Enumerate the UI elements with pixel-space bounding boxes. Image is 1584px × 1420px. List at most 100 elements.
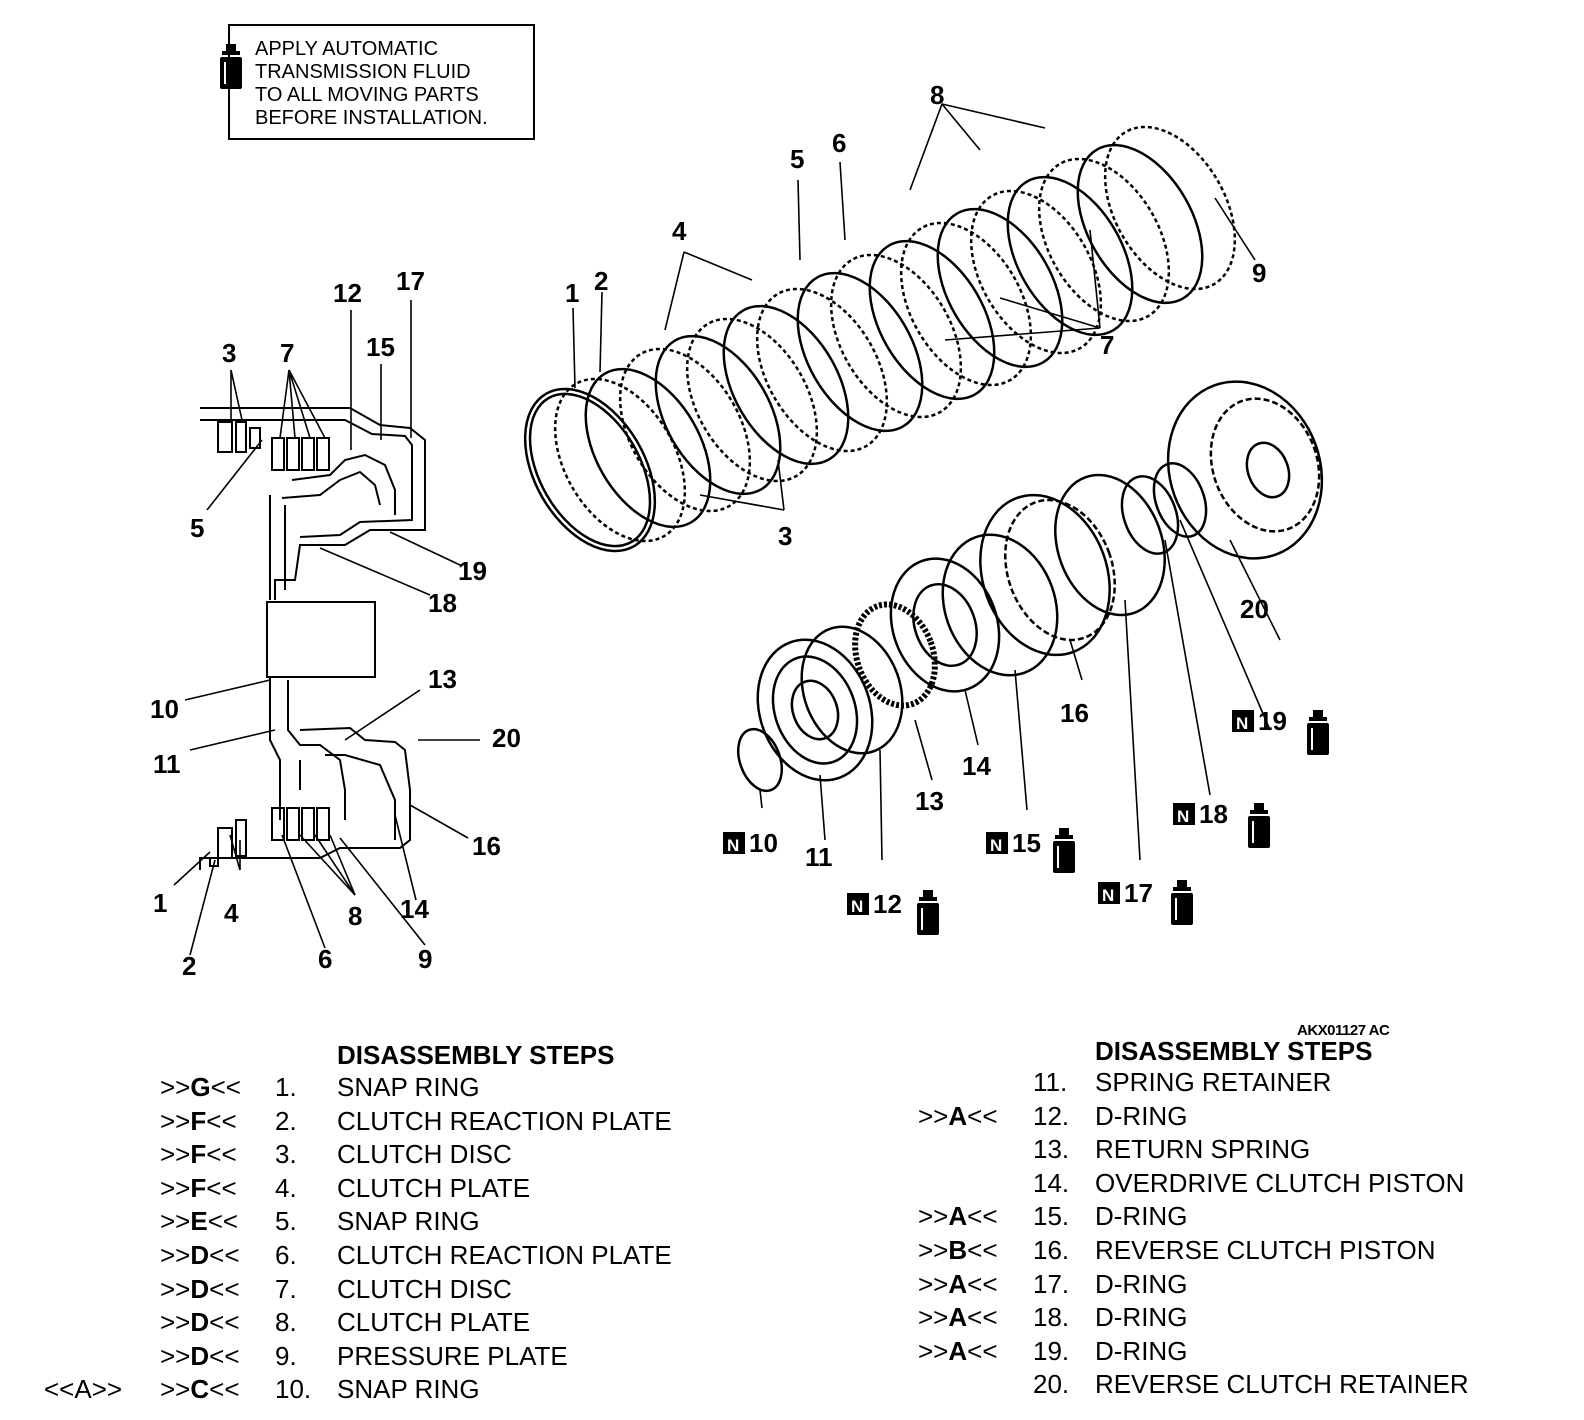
callout-19-lower: N 19 (1232, 706, 1330, 756)
disassembly-ref: >>C<< (160, 1374, 240, 1405)
callout-14-section: 14 (400, 894, 429, 924)
exploded-diagram: APPLY AUTOMATIC TRANSMISSION FLUID TO AL… (150, 24, 1330, 981)
callout-16-section: 16 (472, 831, 501, 861)
disassembly-ref: >>A<< (918, 1100, 998, 1131)
step-label: SPRING RETAINER (1095, 1067, 1332, 1097)
figure-code: AKX01127 AC (1297, 1022, 1390, 1039)
step-number: 17. (1033, 1268, 1070, 1299)
lower-leaders (759, 519, 1281, 861)
svg-text:10: 10 (749, 828, 778, 858)
step-number: 16. (1033, 1235, 1070, 1265)
step-number: 9. (275, 1340, 297, 1371)
callout-9-section: 9 (418, 944, 432, 974)
step-label: CLUTCH REACTION PLATE (337, 1240, 672, 1270)
disassembly-ref: >>A<< (918, 1302, 998, 1333)
callout-14-lower: 14 (962, 751, 991, 781)
callout-3-upper: 3 (778, 521, 792, 551)
callout-11-lower: 11 (805, 842, 833, 872)
step-label: SNAP RING (337, 1374, 480, 1405)
callout-17-lower: N 17 (1098, 878, 1194, 926)
step-number: 3. (275, 1139, 297, 1170)
step-number: 5. (275, 1206, 297, 1237)
callout-9-upper: 9 (1252, 258, 1266, 288)
step-label: CLUTCH DISC (337, 1273, 512, 1304)
step-label: CLUTCH REACTION PLATE (337, 1105, 672, 1136)
step-label: SNAP RING (337, 1206, 480, 1237)
atf-bottle-icon (1052, 827, 1076, 874)
svg-text:N: N (1236, 714, 1248, 733)
step-number: 8. (275, 1307, 297, 1338)
step-label: D-RING (1095, 1100, 1188, 1131)
step-label: OVERDRIVE CLUTCH PISTON (1095, 1167, 1465, 1198)
disassembly-ref: >>A<< (918, 1335, 998, 1366)
step-number: 4. (275, 1172, 297, 1203)
step-number: 15. (1033, 1201, 1070, 1232)
step-label: REVERSE CLUTCH RETAINER (1095, 1369, 1469, 1400)
svg-text:N: N (851, 897, 863, 916)
callout-7-section: 7 (280, 338, 294, 368)
svg-text:N: N (1177, 807, 1189, 826)
callout-10-section: 10 (150, 694, 179, 724)
disassembly-ref: >>E<< (160, 1206, 239, 1237)
note-line-2: TRANSMISSION FLUID (255, 61, 471, 83)
note-line-4: BEFORE INSTALLATION. (255, 107, 488, 129)
callout-6-section: 6 (318, 944, 332, 974)
disassembly-ref: >>F<< (160, 1105, 237, 1136)
svg-text:N: N (990, 836, 1002, 855)
svg-text:N: N (1102, 886, 1114, 905)
step-label: RETURN SPRING (1095, 1134, 1311, 1165)
callout-10-lower: N 10 (723, 828, 778, 858)
svg-text:15: 15 (1012, 828, 1041, 858)
atf-note-box: APPLY AUTOMATIC TRANSMISSION FLUID TO AL… (219, 24, 535, 140)
svg-text:18: 18 (1199, 799, 1228, 829)
disassembly-ref: >>F<< (160, 1172, 237, 1203)
callout-16-lower: 16 (1060, 698, 1089, 728)
callout-12-section: 12 (333, 278, 362, 308)
callout-7-upper: 7 (1100, 330, 1114, 360)
step-number: 13. (1033, 1134, 1070, 1165)
step-number: 18. (1033, 1302, 1070, 1333)
svg-text:17: 17 (1124, 878, 1153, 908)
step-number: 19. (1033, 1335, 1070, 1366)
step-label: CLUTCH PLATE (337, 1172, 531, 1203)
callout-18-section: 18 (428, 588, 457, 618)
atf-bottle-icon (1306, 709, 1330, 756)
svg-text:12: 12 (873, 889, 902, 919)
svg-text:N: N (727, 836, 739, 855)
step-number: 12. (1033, 1100, 1070, 1131)
callout-5-upper: 5 (790, 144, 804, 174)
steps-right-heading: DISASSEMBLY STEPS (1095, 1036, 1373, 1066)
step-label: REVERSE CLUTCH PISTON (1095, 1235, 1436, 1265)
steps-left-heading: DISASSEMBLY STEPS (337, 1040, 615, 1070)
step-label: D-RING (1095, 1201, 1188, 1232)
disassembly-ref: >>D<< (160, 1307, 240, 1338)
disassembly-ref: >>B<< (918, 1235, 998, 1265)
lower-assembly (737, 380, 1324, 793)
disassembly-ref: >>D<< (160, 1273, 240, 1304)
step-label: D-RING (1095, 1268, 1188, 1299)
disassembly-ref: >>A<< (918, 1268, 998, 1299)
callout-3-section: 3 (222, 338, 236, 368)
callout-4-section: 4 (224, 898, 239, 928)
upper-clutch-plates (523, 125, 1237, 553)
step-label: CLUTCH PLATE (337, 1307, 531, 1338)
step-number: 20. (1033, 1369, 1070, 1400)
disassembly-ref: >>D<< (160, 1240, 240, 1270)
step-label: PRESSURE PLATE (337, 1340, 568, 1371)
disassembly-ref: >>D<< (160, 1340, 240, 1371)
atf-bottle-icon (1170, 879, 1194, 926)
callout-13-section: 13 (428, 664, 457, 694)
step-label: CLUTCH DISC (337, 1139, 512, 1170)
callout-20-section: 20 (492, 723, 521, 753)
step-number: 14. (1033, 1167, 1070, 1198)
step-number: 1. (275, 1072, 297, 1102)
callout-6-upper: 6 (832, 128, 846, 158)
note-line-3: TO ALL MOVING PARTS (255, 84, 479, 106)
callout-4-upper: 4 (672, 216, 687, 246)
callout-13-lower: 13 (915, 786, 944, 816)
clutch-cross-section (199, 407, 426, 870)
callout-12-lower: N 12 (847, 889, 940, 936)
step-number: 6. (275, 1240, 297, 1270)
step-label: D-RING (1095, 1302, 1188, 1333)
install-ref: <<A>> (44, 1374, 123, 1405)
